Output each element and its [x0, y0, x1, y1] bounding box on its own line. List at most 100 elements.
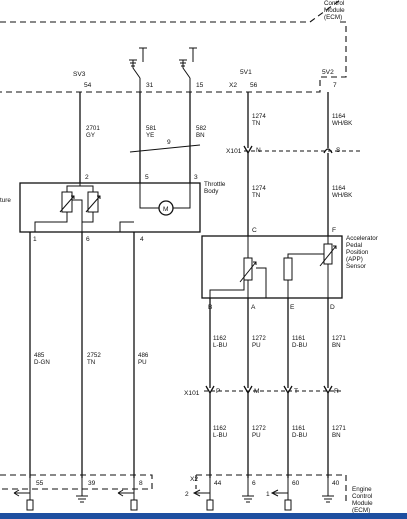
- app-label-5: Sensor: [346, 263, 366, 270]
- wire-2752-color: TN: [87, 359, 95, 366]
- app-label-4: (APP): [346, 256, 363, 263]
- wire-1274b-num: 1274: [252, 185, 266, 192]
- wire-1161b-color: D-BU: [292, 432, 307, 439]
- app-sensor-box: [201, 235, 343, 299]
- wire-1164a-color: WH/BK: [332, 120, 353, 127]
- tb-pin4-link: [119, 221, 134, 233]
- x101-upper-label: X101: [226, 148, 242, 155]
- wire-1274a-num: 1274: [252, 113, 266, 120]
- wire-1164b-color: WH/BK: [332, 192, 353, 199]
- page-edge-bar: [0, 513, 407, 519]
- app-label-1: Accelerator: [346, 235, 378, 242]
- top-ecm-boundary: [0, 0, 347, 93]
- ecm-switch-15: [179, 47, 197, 92]
- wire-486-color: PU: [138, 359, 147, 366]
- pin-label-7: 7: [333, 82, 337, 89]
- pin-label-sv3: SV3: [73, 71, 86, 78]
- wire-582-num: 582: [196, 125, 207, 132]
- pin-label-5v1: 5V1: [240, 69, 252, 76]
- wire-1161a-num: 1161: [292, 335, 306, 342]
- conn-pin-n: N: [256, 147, 261, 154]
- bottom-pin-8: 8: [139, 480, 143, 487]
- conn-pin-s: S: [336, 147, 341, 154]
- top-module-line-2: Module: [324, 7, 345, 14]
- wire-2701-color: GY: [86, 132, 95, 139]
- wire-486-num: 486: [138, 352, 149, 359]
- wire-1162a-num: 1162: [213, 335, 227, 342]
- bottom-arrow-label-2: 2: [185, 491, 189, 498]
- app-label-3: Position: [346, 249, 369, 256]
- bottom-pin-44: 44: [214, 480, 222, 487]
- bottom-terminations: [13, 478, 334, 511]
- top-module-line-1: Control: [324, 0, 344, 7]
- wire-581-num: 581: [146, 125, 157, 132]
- wire-1271a-color: BN: [332, 342, 341, 349]
- throttle-partial-label: ture: [0, 197, 11, 204]
- pin-label-56: 56: [250, 82, 258, 89]
- wire-1162b-color: L-BU: [213, 432, 227, 439]
- throttle-label-1: Throttle: [204, 181, 226, 188]
- wire-581-color: YE: [146, 132, 154, 139]
- wire-1164a-num: 1164: [332, 113, 346, 120]
- wire-1162a-color: L-BU: [213, 342, 227, 349]
- throttle-label-2: Body: [204, 188, 219, 195]
- throttle-body-box: [19, 182, 201, 233]
- motor-symbol: M: [163, 206, 169, 213]
- bottom-ecm-boundary: [0, 474, 347, 505]
- wire-485-num: 485: [34, 352, 45, 359]
- wire-1274a-color: TN: [252, 120, 260, 127]
- tb-pin-1: 1: [33, 236, 37, 243]
- wire-1272b-num: 1272: [252, 425, 266, 432]
- top-module-line-3: (ECM): [324, 14, 342, 21]
- tb-pin-5: 5: [145, 174, 149, 181]
- ecm-switch-31: [129, 47, 147, 92]
- wire-582-color: BN: [196, 132, 205, 139]
- conn-pin-r: R: [334, 388, 339, 395]
- wire-485-color: D-GN: [34, 359, 50, 366]
- bottom-module-line-1: Engine: [352, 486, 372, 493]
- conn-pin-p: P: [216, 388, 221, 395]
- wire-1271b-color: BN: [332, 432, 341, 439]
- x101-lower-label: X101: [184, 390, 200, 397]
- bottom-pin-39: 39: [88, 480, 96, 487]
- throttle-motor: M: [139, 183, 191, 216]
- wire-2752-num: 2752: [87, 352, 101, 359]
- bottom-pin-60: 60: [292, 480, 300, 487]
- pin-label-31: 31: [146, 82, 154, 89]
- bottom-arrow-label-1: 1: [266, 491, 270, 498]
- wire-1162b-num: 1162: [213, 425, 227, 432]
- bottom-module-line-3: Module: [352, 500, 373, 507]
- bottom-module-line-2: Control: [352, 493, 372, 500]
- wire-1271a-num: 1271: [332, 335, 346, 342]
- x2-top-label: X2: [229, 82, 237, 89]
- wire-2701-num: 2701: [86, 125, 100, 132]
- wire-1161a-color: D-BU: [292, 342, 307, 349]
- app-pin-a: A: [251, 304, 256, 311]
- bottom-module-line-4: (ECM): [352, 507, 370, 514]
- pin-label-54: 54: [84, 82, 92, 89]
- app-pin-d: D: [330, 304, 335, 311]
- tb-pin-4: 4: [140, 236, 144, 243]
- wire-1274b-color: TN: [252, 192, 260, 199]
- conn-pin-m: M: [254, 388, 260, 395]
- wire-1271b-num: 1271: [332, 425, 346, 432]
- conn-pin-t: T: [294, 388, 298, 395]
- bottom-pin-55: 55: [36, 480, 44, 487]
- x2-bottom-label: X2: [190, 476, 198, 483]
- wire-1272a-color: PU: [252, 342, 261, 349]
- tb-pin-6: 6: [86, 236, 90, 243]
- bottom-pin-40: 40: [332, 480, 340, 487]
- app-pin-c: C: [252, 227, 257, 234]
- wire-1161b-num: 1161: [292, 425, 306, 432]
- conn-s-symbol: [323, 148, 333, 154]
- pin-label-5v2: 5V2: [322, 69, 334, 76]
- pin-label-15: 15: [196, 82, 204, 89]
- bottom-pin-6: 6: [252, 480, 256, 487]
- wire-1164b-num: 1164: [332, 185, 346, 192]
- tb-pin-2: 2: [85, 174, 89, 181]
- wire-1272a-num: 1272: [252, 335, 266, 342]
- twisted-pair-9: 9: [167, 139, 171, 146]
- app-pin-e: E: [290, 304, 295, 311]
- tps-sensor-pair: [34, 183, 101, 232]
